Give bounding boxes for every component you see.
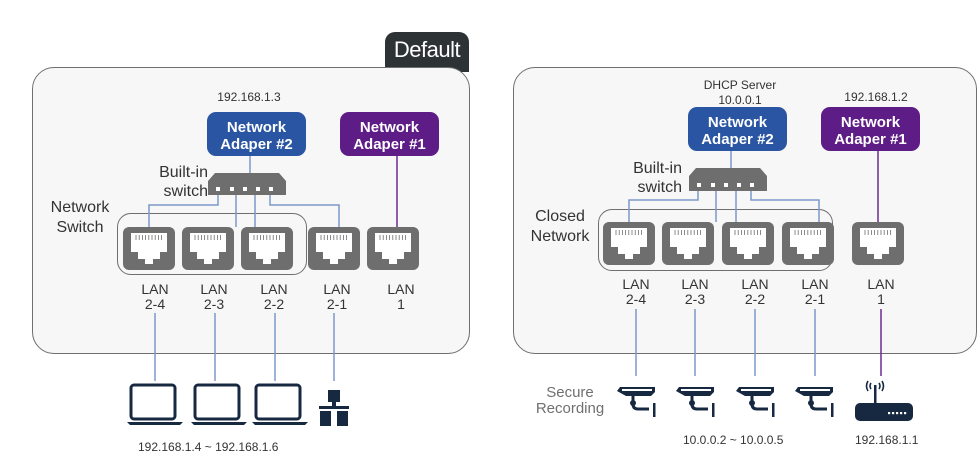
port-label-line1: LAN xyxy=(741,276,769,292)
right-switch-label-2: switch xyxy=(637,179,682,196)
right-group-label: Closed Network xyxy=(520,207,600,247)
right-router-ip: 192.168.1.1 xyxy=(855,433,919,447)
port-label-line1: LAN xyxy=(387,281,415,297)
network-hub-icon xyxy=(319,390,349,426)
port-label-line2: 2-4 xyxy=(625,291,647,307)
port-label-line2: 2-3 xyxy=(684,291,706,307)
left-network-adapter-2: Network Adaper #2 xyxy=(207,112,306,156)
right-adapter1-line1: Network xyxy=(840,114,901,131)
right-network-adapter-1: Network Adaper #1 xyxy=(821,107,920,151)
cctv-camera-icon xyxy=(795,387,834,417)
port-label-line2: 2-1 xyxy=(326,296,348,312)
left-link-2-4 xyxy=(148,195,219,227)
laptop-icon xyxy=(191,383,247,425)
right-port-5 xyxy=(852,222,904,265)
port-label-line2: 2-1 xyxy=(804,291,826,307)
right-switch-label: Built-in switch xyxy=(622,159,682,197)
right-link-2-1 xyxy=(750,191,820,222)
right-adapter2-ip: 10.0.0.1 xyxy=(718,93,762,107)
port-label-line1: LAN xyxy=(200,281,228,297)
right-port-4 xyxy=(782,222,834,265)
left-port-group xyxy=(117,213,307,275)
cctv-camera-icon xyxy=(676,387,715,417)
left-adapter2-line2: Adaper #2 xyxy=(220,136,293,153)
left-footer-ip: 192.168.1.4 ~ 192.168.1.6 xyxy=(138,440,279,454)
right-adapter1-line2: Adaper #1 xyxy=(834,131,907,148)
right-adapter1-ip: 192.168.1.2 xyxy=(844,90,908,104)
port-label-line1: LAN xyxy=(801,276,829,292)
port-label-line1: LAN xyxy=(622,276,650,292)
left-network-adapter-1: Network Adaper #1 xyxy=(340,112,439,156)
right-group-label-1: Closed xyxy=(535,208,585,225)
port-label-line2: 1 xyxy=(877,291,885,307)
cctv-camera-icon xyxy=(736,387,775,417)
right-dhcp-caption: DHCP Server xyxy=(703,78,777,92)
right-group-label-2: Network xyxy=(530,228,590,245)
right-adapter2-line1: Network xyxy=(707,114,768,131)
laptop-icon xyxy=(252,383,308,425)
left-port-3 xyxy=(241,227,293,270)
right-port-1 xyxy=(603,222,655,265)
left-group-label-2: Switch xyxy=(56,219,104,236)
port-label-line1: LAN xyxy=(260,281,288,297)
wifi-router-icon xyxy=(855,380,913,421)
port-label-line2: 1 xyxy=(397,296,405,312)
left-group-label-1: Network xyxy=(50,199,110,216)
left-port-2 xyxy=(182,227,234,270)
right-port-3 xyxy=(722,222,774,265)
right-switch-label-1: Built-in xyxy=(633,160,682,177)
right-adapter2-line2: Adaper #2 xyxy=(701,131,774,148)
left-port-4 xyxy=(308,227,360,270)
right-cameras-ip: 10.0.0.2 ~ 10.0.0.5 xyxy=(683,433,784,447)
laptop-icon xyxy=(127,383,183,425)
port-label-line1: LAN xyxy=(141,281,169,297)
left-port-5 xyxy=(367,227,419,270)
port-label-line1: LAN xyxy=(323,281,351,297)
port-label-line1: LAN xyxy=(681,276,709,292)
port-label-line1: LAN xyxy=(867,276,895,292)
left-switch-label-2: switch xyxy=(163,183,208,200)
left-adapter2-ip: 192.168.1.3 xyxy=(217,90,281,104)
port-label-line2: 2-2 xyxy=(263,296,285,312)
right-built-in-switch-icon xyxy=(689,168,767,191)
right-link-2-4 xyxy=(628,191,699,222)
left-adapter1-line1: Network xyxy=(359,119,420,136)
secure-recording-label: Secure Recording xyxy=(530,385,610,417)
port-label-line2: 2-4 xyxy=(144,296,166,312)
left-switch-label: Built-in switch xyxy=(148,163,208,201)
port-label-line2: 2-2 xyxy=(744,291,766,307)
left-built-in-switch-icon xyxy=(208,173,286,195)
left-switch-label-1: Built-in xyxy=(159,164,208,181)
default-tab: Default xyxy=(385,32,469,72)
secure-recording-line1: Secure xyxy=(546,384,594,401)
left-group-label: Network Switch xyxy=(44,198,116,238)
right-network-adapter-2: Network Adaper #2 xyxy=(688,107,787,151)
left-link-2-1 xyxy=(269,195,340,227)
left-adapter2-line1: Network xyxy=(226,119,287,136)
left-adapter1-line2: Adaper #1 xyxy=(353,136,426,153)
right-port-2 xyxy=(662,222,714,265)
secure-recording-line2: Recording xyxy=(535,400,605,417)
left-port-1 xyxy=(123,227,175,270)
cctv-camera-icon xyxy=(617,387,656,417)
port-label-line2: 2-3 xyxy=(203,296,225,312)
